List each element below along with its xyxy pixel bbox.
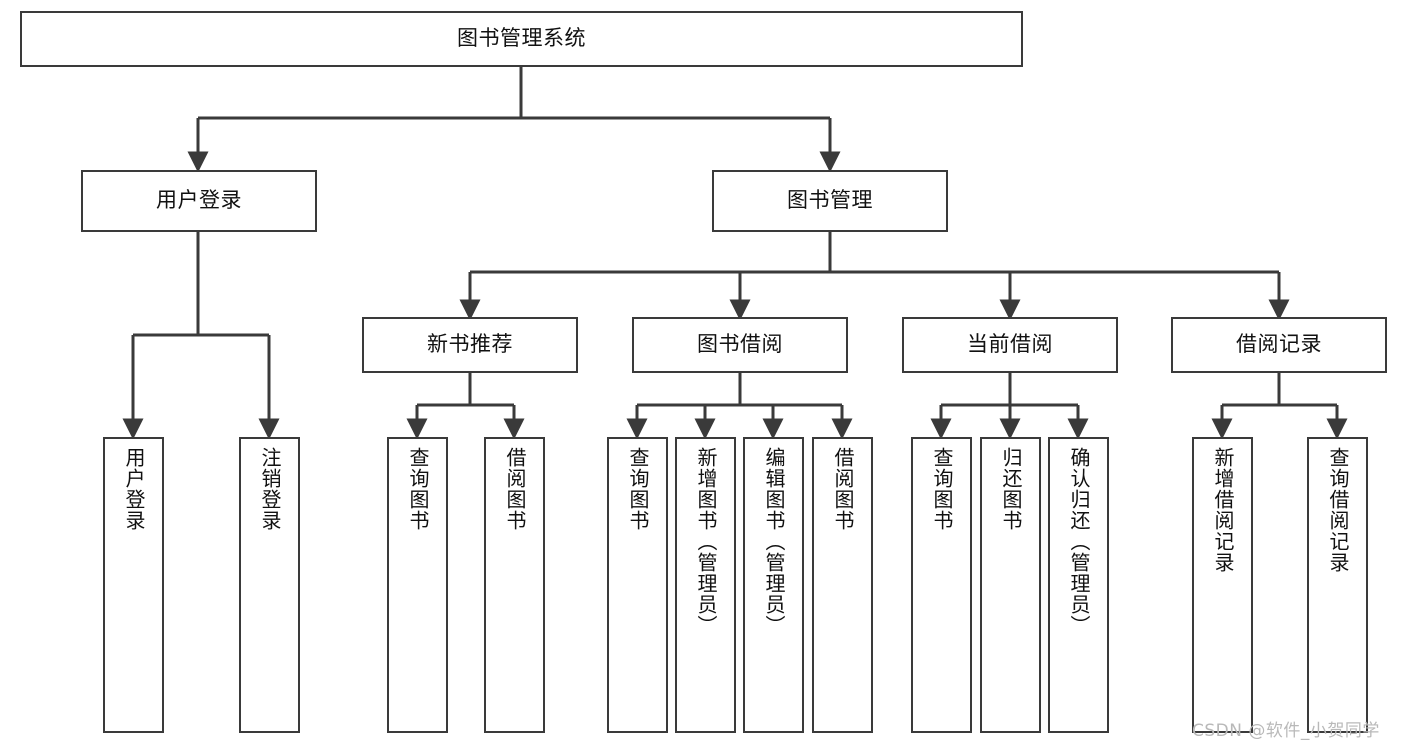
node-borrow-records[interactable]: 借阅记录: [1171, 317, 1387, 373]
leaf-edit-book-admin[interactable]: 编辑图书（管理员）: [743, 437, 804, 733]
leaf-query-borrow-record-label: 查询借阅记录: [1326, 447, 1350, 573]
leaf-query-book-nb[interactable]: 查询图书: [387, 437, 448, 733]
leaf-query-borrow-record[interactable]: 查询借阅记录: [1307, 437, 1368, 733]
leaf-user-login-label: 用户登录: [122, 447, 146, 531]
leaf-borrow-book-br-label: 借阅图书: [831, 447, 855, 531]
node-book-management-label: 图书管理: [787, 188, 873, 213]
leaf-query-book-cu[interactable]: 查询图书: [911, 437, 972, 733]
node-borrow-records-label: 借阅记录: [1236, 332, 1322, 357]
leaf-edit-book-admin-label: 编辑图书（管理员）: [762, 447, 786, 636]
node-root[interactable]: 图书管理系统: [20, 11, 1023, 67]
leaf-return-book-label: 归还图书: [999, 447, 1023, 531]
leaf-add-borrow-record[interactable]: 新增借阅记录: [1192, 437, 1253, 733]
leaf-return-book[interactable]: 归还图书: [980, 437, 1041, 733]
leaf-add-borrow-record-label: 新增借阅记录: [1211, 447, 1235, 573]
leaf-add-book-admin[interactable]: 新增图书（管理员）: [675, 437, 736, 733]
leaf-add-book-admin-label: 新增图书（管理员）: [694, 447, 718, 636]
node-book-management[interactable]: 图书管理: [712, 170, 948, 232]
leaf-borrow-book-nb[interactable]: 借阅图书: [484, 437, 545, 733]
node-current-borrow-label: 当前借阅: [967, 332, 1053, 357]
leaf-logout-label: 注销登录: [258, 447, 282, 531]
node-book-borrow[interactable]: 图书借阅: [632, 317, 848, 373]
node-user-login[interactable]: 用户登录: [81, 170, 317, 232]
leaf-borrow-book-nb-label: 借阅图书: [503, 447, 527, 531]
leaf-query-book-br[interactable]: 查询图书: [607, 437, 668, 733]
node-root-label: 图书管理系统: [457, 26, 586, 51]
node-current-borrow[interactable]: 当前借阅: [902, 317, 1118, 373]
leaf-borrow-book-br[interactable]: 借阅图书: [812, 437, 873, 733]
leaf-user-login[interactable]: 用户登录: [103, 437, 164, 733]
node-new-book-recommend[interactable]: 新书推荐: [362, 317, 578, 373]
leaf-query-book-br-label: 查询图书: [626, 447, 650, 531]
leaf-logout[interactable]: 注销登录: [239, 437, 300, 733]
node-new-book-recommend-label: 新书推荐: [427, 332, 513, 357]
node-user-login-label: 用户登录: [156, 188, 242, 213]
node-book-borrow-label: 图书借阅: [697, 332, 783, 357]
leaf-confirm-return-admin[interactable]: 确认归还（管理员）: [1048, 437, 1109, 733]
leaf-query-book-nb-label: 查询图书: [406, 447, 430, 531]
leaf-query-book-cu-label: 查询图书: [930, 447, 954, 531]
leaf-confirm-return-admin-label: 确认归还（管理员）: [1067, 447, 1091, 636]
